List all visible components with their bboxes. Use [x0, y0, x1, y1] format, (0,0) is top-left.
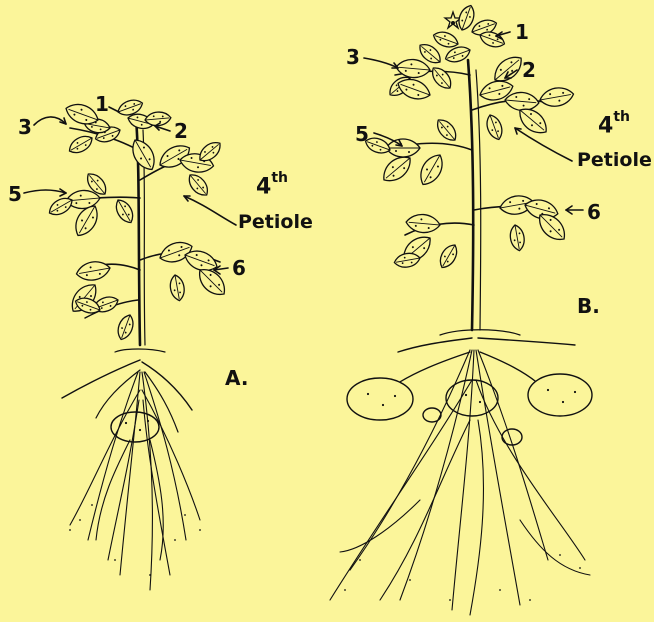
plant-a-leaf-label-6: 6: [232, 258, 246, 278]
plant-a-leaf-label-5: 5: [8, 184, 22, 204]
plant-a-leaf-label-1: 1: [95, 94, 109, 114]
plant-a-leaf-label-2: 2: [174, 121, 188, 141]
plant-b-leaf-label-2: 2: [522, 60, 536, 80]
plant-b-ordinal-suffix: th: [613, 109, 630, 125]
plant-a-ordinal-suffix: th: [271, 170, 288, 186]
panel-label-a: A.: [225, 368, 248, 388]
plant-a-fourth-label: 4th: [256, 174, 288, 198]
plant-b-petiole-label: Petiole: [577, 151, 652, 170]
plant-b-leaf-label-6: 6: [587, 202, 601, 222]
plant-b: [330, 3, 592, 615]
plant-b-leaf-label-3: 3: [346, 47, 360, 67]
plant-b-ordinal-number: 4: [598, 113, 613, 138]
plant-b-leaf-label-1: 1: [515, 22, 529, 42]
plant-b-fourth-label: 4th: [598, 113, 630, 137]
plant-a-leaf-label-3: 3: [18, 117, 32, 137]
panel-label-b: B.: [577, 296, 600, 316]
plant-a: [24, 97, 236, 590]
plant-a-petiole-label: Petiole: [238, 213, 313, 232]
plant-a-ordinal-number: 4: [256, 174, 271, 199]
plant-b-leaf-label-5: 5: [355, 124, 369, 144]
